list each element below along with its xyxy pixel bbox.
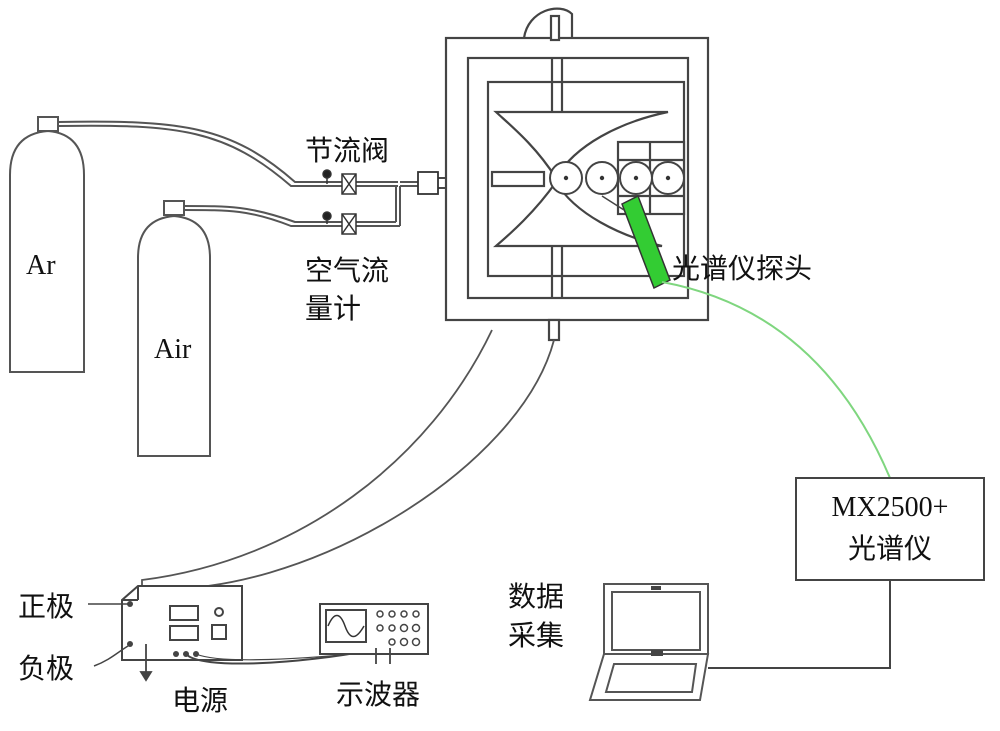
spectrometer (795, 477, 985, 581)
oscilloscope-knobs (376, 610, 421, 647)
oscilloscope-leads (375, 648, 391, 664)
label-data-acquisition-line1: 数据 (508, 580, 564, 613)
label-leaders (88, 603, 129, 667)
air-cylinder (137, 200, 211, 457)
laptop (588, 583, 710, 701)
probe-pointer-line (601, 195, 625, 211)
label-spectrometer-model: MX2500+ (832, 492, 949, 523)
optical-fiber (661, 281, 891, 479)
label-throttle-valve: 节流阀 (305, 134, 389, 167)
label-ar: Ar (26, 250, 56, 281)
label-flowmeter-line2: 量计 (305, 292, 361, 325)
flowmeter-valve (322, 211, 357, 235)
label-data-acquisition-line2: 采集 (508, 619, 564, 652)
label-positive: 正极 (18, 590, 74, 623)
throttle-valve (322, 169, 357, 195)
data-cable (708, 580, 891, 669)
label-oscilloscope: 示波器 (336, 678, 420, 711)
laptop-hinge (651, 650, 663, 656)
inlet-connector (417, 171, 446, 195)
oscilloscope (319, 603, 429, 655)
laptop-camera (651, 586, 661, 590)
label-air: Air (154, 334, 192, 365)
label-flowmeter-line1: 空气流 (305, 254, 389, 287)
spectrometer-probe (621, 194, 671, 290)
oscilloscope-waveform (327, 614, 365, 638)
bead-centers (563, 175, 671, 181)
ground-lead (139, 644, 153, 682)
gas-tubes (57, 120, 418, 227)
label-probe: 光谱仪探头 (672, 252, 812, 285)
label-negative: 负极 (18, 652, 74, 685)
power-supply (121, 585, 243, 661)
label-power-supply: 电源 (172, 684, 228, 717)
power-supply-terminals (127, 601, 199, 657)
label-spectrometer: 光谱仪 (848, 532, 932, 565)
ar-cylinder (9, 116, 85, 373)
